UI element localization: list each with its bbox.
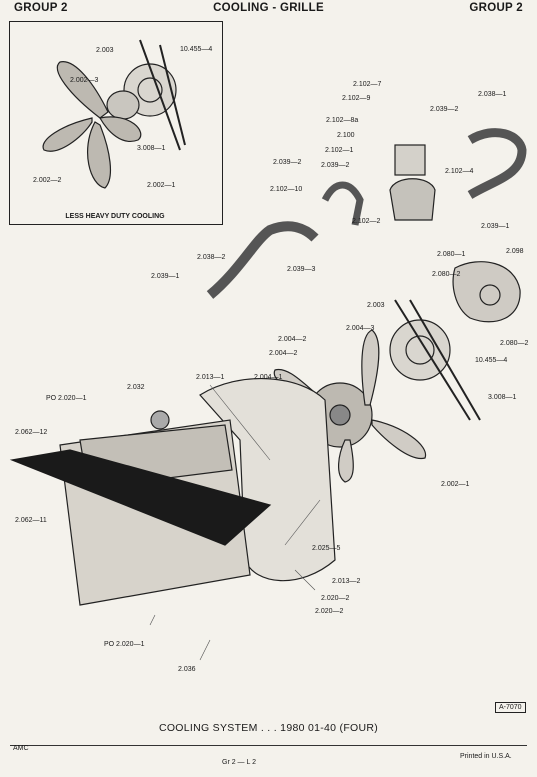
part-label: 2.098 <box>506 248 524 255</box>
lower-radiator-hose <box>206 221 319 299</box>
part-label: 2.036 <box>178 666 196 673</box>
part-label: 2.102—2 <box>352 218 381 225</box>
part-label: 2.002—1 <box>441 481 470 488</box>
part-label: 2.039—2 <box>321 162 350 169</box>
group-header-left: GROUP 2 <box>14 2 68 14</box>
upper-radiator-hose <box>467 128 527 199</box>
part-label: 2.062—11 <box>15 517 47 524</box>
diagram-caption: COOLING SYSTEM . . . 1980 01-40 (FOUR) <box>158 722 379 734</box>
part-label: 2.038—1 <box>478 91 507 98</box>
part-label: 2.102—8a <box>326 117 359 124</box>
part-label: PO 2.020—1 <box>104 641 145 648</box>
inset-caption: LESS HEAVY DUTY COOLING <box>65 213 165 220</box>
part-label: 2.100 <box>337 132 355 139</box>
part-label: 2.102—10 <box>270 186 303 193</box>
part-label: 2.039—2 <box>430 106 459 113</box>
thermostat-housing <box>389 144 436 221</box>
part-label: 2.039—1 <box>151 273 180 280</box>
part-label: 10.455—4 <box>475 357 508 364</box>
pulley-and-belt <box>389 299 481 421</box>
part-label: 2.004—2 <box>278 336 307 343</box>
part-label: 2.102—9 <box>342 95 371 102</box>
reference-number: A-7070 <box>495 702 526 713</box>
part-label: 2.002—2 <box>33 177 62 184</box>
fan-shroud <box>199 378 336 582</box>
part-label: 2.038—2 <box>197 254 226 261</box>
footer-divider <box>10 745 527 746</box>
part-label: 2.062—12 <box>15 429 48 436</box>
part-label: 2.080—2 <box>432 271 461 278</box>
inset-panel <box>9 21 223 225</box>
part-label: 2.025—5 <box>312 545 341 552</box>
part-label: 3.008—1 <box>137 145 166 152</box>
group-header-right: GROUP 2 <box>469 2 523 14</box>
footer-center: Gr 2 — L 2 <box>222 759 256 766</box>
part-label: 2.102—4 <box>445 168 474 175</box>
part-label: 2.039—3 <box>287 266 316 273</box>
part-label: 2.004—1 <box>254 374 283 381</box>
part-label: 2.020—2 <box>315 608 344 615</box>
part-label: 10.455—4 <box>180 46 213 53</box>
part-label: 2.039—2 <box>273 159 302 166</box>
part-label: PO 2.020—1 <box>46 395 87 402</box>
part-label: 2.002—3 <box>70 77 99 84</box>
part-label: 2.004—2 <box>269 350 298 357</box>
part-label: 2.002—1 <box>147 182 176 189</box>
part-label: 2.032 <box>127 384 145 391</box>
part-label: 2.003 <box>367 302 385 309</box>
footer-right: Printed in U.S.A. <box>460 753 512 760</box>
inset-fan-illustration <box>42 39 186 189</box>
part-label: 3.008—1 <box>488 394 517 401</box>
part-label: 2.080—2 <box>500 340 529 347</box>
part-label: 2.013—1 <box>196 374 225 381</box>
part-label: 2.102—7 <box>353 81 382 88</box>
leader-lines <box>149 384 321 661</box>
footer-left: AMC <box>13 745 29 752</box>
radiator-baffle <box>9 449 272 546</box>
bypass-hose <box>321 181 364 226</box>
part-label: 2.003 <box>96 47 114 54</box>
part-label: 2.102—1 <box>325 147 354 154</box>
part-label: 2.020—2 <box>321 595 350 602</box>
part-label: 2.004—3 <box>346 325 375 332</box>
part-label: 2.080—1 <box>437 251 466 258</box>
part-label: 2.039—1 <box>481 223 510 230</box>
water-pump <box>452 261 521 323</box>
page-title: COOLING - GRILLE <box>213 2 324 14</box>
part-label: 2.013—2 <box>332 578 361 585</box>
